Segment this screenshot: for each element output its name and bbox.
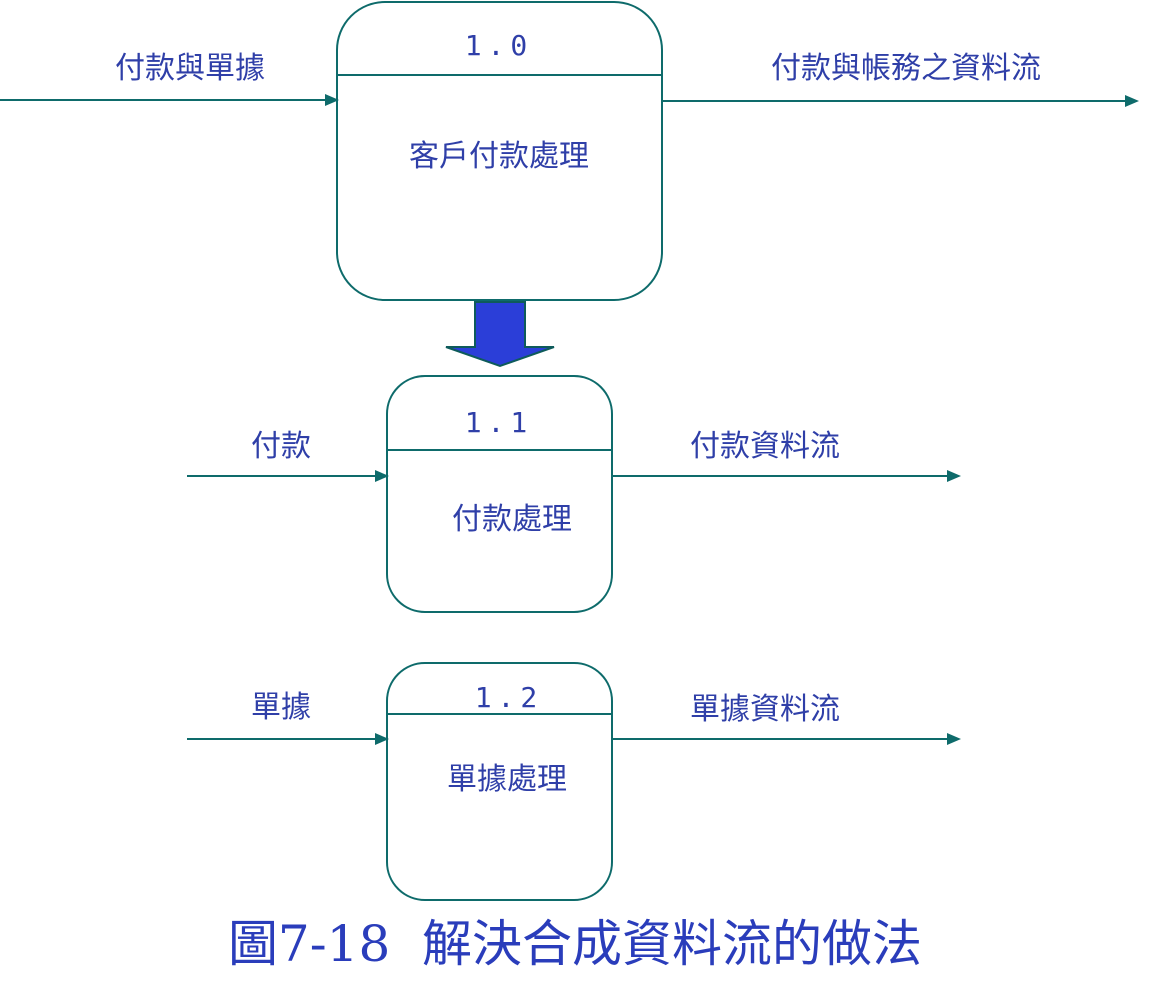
process-1-0: 1.0 客戶付款處理 (336, 1, 663, 301)
process-1-1-box (386, 375, 613, 613)
flow-sub2-in: 單據 (187, 690, 389, 745)
flow-sub1-in-arrowhead (375, 470, 389, 482)
flow-sub1-out-label: 付款資料流 (690, 429, 840, 464)
flow-main-out-arrowhead (1125, 95, 1139, 107)
process-1-2: 1.2 單據處理 (386, 662, 613, 901)
process-1-0-name: 客戶付款處理 (409, 139, 589, 174)
process-1-2-number: 1.2 (475, 681, 544, 714)
flow-sub2-in-arrowhead (375, 733, 389, 745)
flow-sub1-out-arrowhead (947, 470, 961, 482)
process-1-0-box (336, 1, 663, 301)
flow-main-out-label: 付款與帳務之資料流 (771, 51, 1041, 86)
flow-main-out: 付款與帳務之資料流 (662, 51, 1139, 107)
flow-sub2-out-arrowhead (947, 733, 961, 745)
flow-sub2-out: 單據資料流 (612, 692, 961, 745)
decomposition-arrow (445, 301, 555, 368)
flow-main-in: 付款與單據 (0, 51, 339, 106)
process-1-2-box (386, 662, 613, 901)
flow-sub1-in: 付款 (187, 429, 389, 482)
process-1-1-name: 付款處理 (452, 502, 572, 537)
flow-sub2-out-label: 單據資料流 (690, 692, 840, 727)
process-1-0-number: 1.0 (465, 29, 534, 62)
process-1-1-number: 1.1 (465, 406, 534, 439)
flow-sub1-out: 付款資料流 (612, 429, 961, 482)
process-1-1: 1.1 付款處理 (386, 375, 613, 613)
flow-main-in-arrowhead (325, 94, 339, 106)
figure-caption: 圖7-18 解決合成資料流的做法 (228, 915, 922, 973)
flow-sub1-in-label: 付款 (251, 429, 311, 464)
flow-sub2-in-label: 單據 (251, 690, 311, 725)
process-1-2-name: 單據處理 (447, 762, 567, 797)
flow-main-in-label: 付款與單據 (115, 51, 265, 86)
